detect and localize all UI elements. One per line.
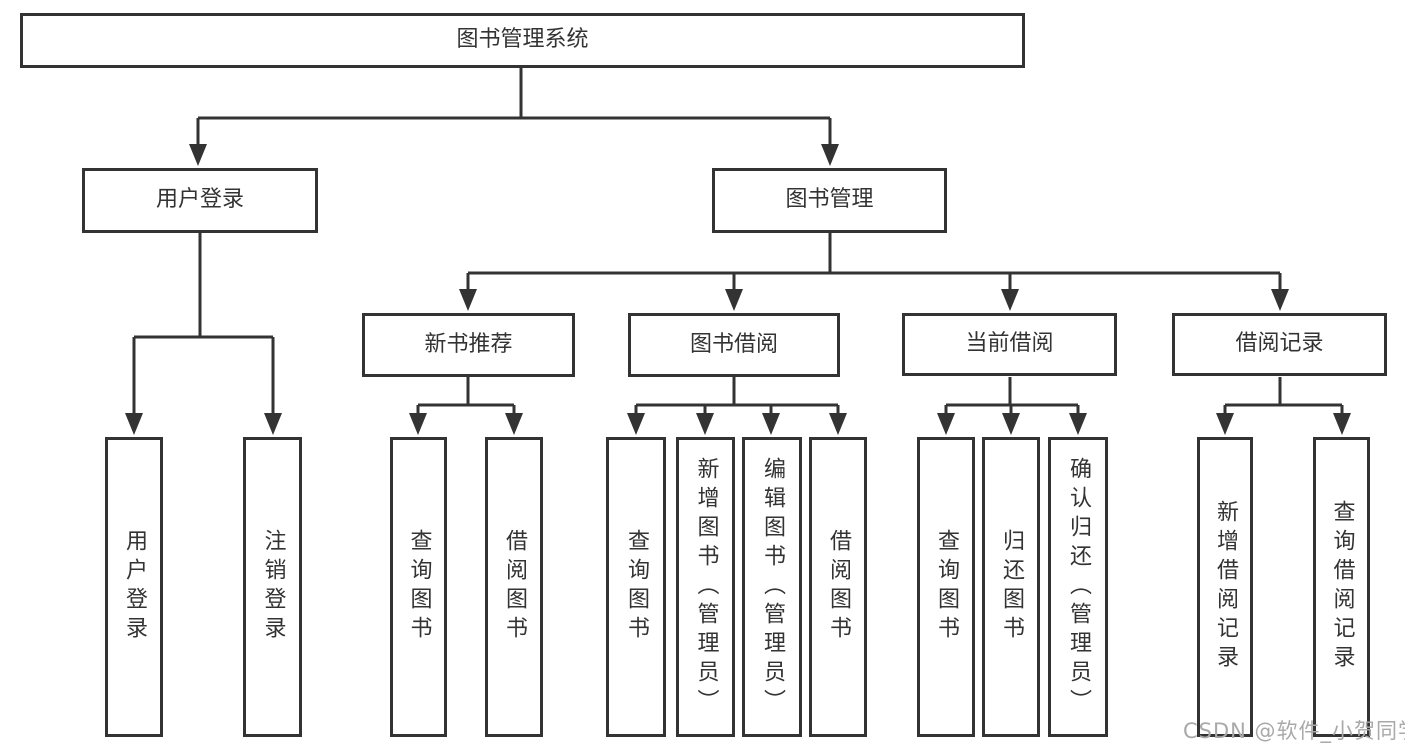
node-leaf-query-borrow-record: 查询借阅记录 — [1313, 437, 1370, 737]
node-leaf-logout: 注销登录 — [243, 437, 302, 737]
node-leaf-return-book: 归还图书 — [982, 437, 1040, 737]
node-new-book-rec: 新书推荐 — [362, 313, 575, 377]
node-current-borrow: 当前借阅 — [902, 313, 1117, 376]
node-borrow-records: 借阅记录 — [1172, 313, 1387, 376]
node-book-mgmt: 图书管理 — [712, 168, 947, 233]
node-leaf-user-login: 用户登录 — [105, 437, 163, 737]
node-user-login: 用户登录 — [82, 168, 318, 233]
node-leaf-query-book-1: 查询图书 — [390, 437, 447, 737]
node-leaf-add-borrow-record: 新增借阅记录 — [1197, 437, 1253, 737]
node-leaf-borrow-book-1: 借阅图书 — [485, 437, 543, 737]
node-leaf-edit-book: 编辑图书（管理员） — [742, 437, 802, 737]
node-leaf-add-book: 新增图书（管理员） — [676, 437, 735, 737]
node-leaf-borrow-book-2: 借阅图书 — [809, 437, 867, 737]
node-root: 图书管理系统 — [20, 13, 1025, 68]
node-leaf-query-book-3: 查询图书 — [917, 437, 975, 737]
node-leaf-confirm-return: 确认归还（管理员） — [1048, 437, 1108, 737]
node-leaf-query-book-2: 查询图书 — [606, 437, 666, 737]
node-book-borrow: 图书借阅 — [628, 313, 840, 377]
watermark: CSDN @软件_小贺同学 — [1183, 719, 1405, 743]
